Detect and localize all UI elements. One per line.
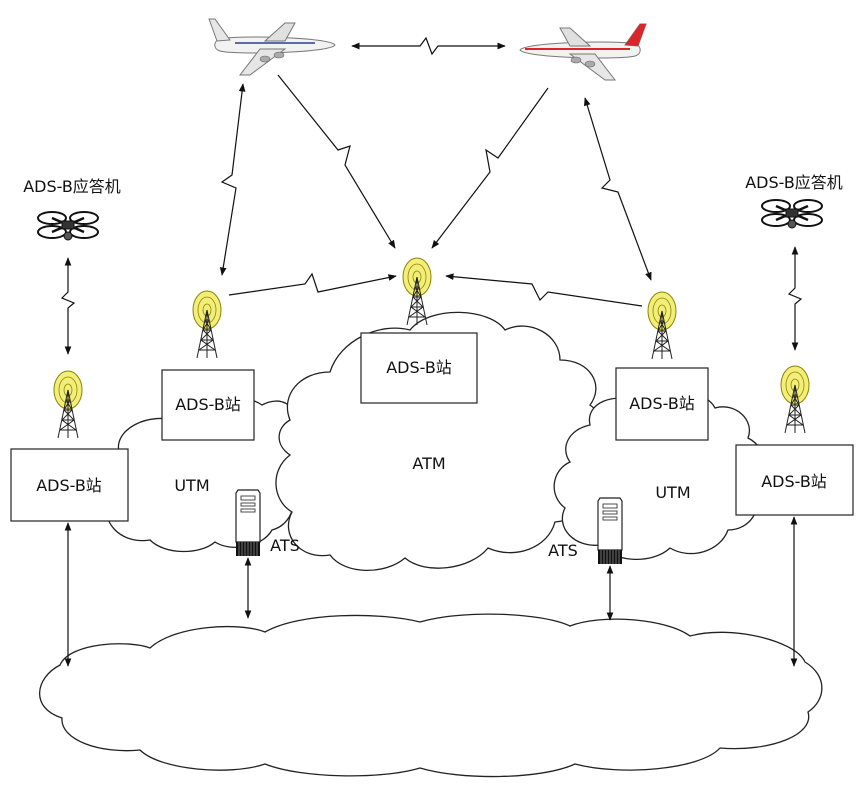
station-mid-right-label: ADS-B站 [629, 394, 695, 413]
utm-left-label: UTM [174, 476, 209, 495]
station-left: ADS-B站 [10, 448, 129, 522]
link-antenna-midleft-center [228, 272, 397, 296]
station-right: ADS-B站 [735, 444, 854, 516]
aircraft-right-icon [519, 23, 647, 81]
station-right-label: ADS-B站 [761, 472, 827, 491]
utm-right-label: UTM [655, 483, 690, 502]
antenna-center-icon [402, 257, 432, 326]
transponder-right-label: ADS-B应答机 [745, 173, 843, 192]
station-center-label: ADS-B站 [386, 358, 452, 377]
antenna-left-icon [53, 370, 83, 439]
link-plane-plane [351, 36, 506, 56]
station-mid-right: ADS-B站 [615, 367, 709, 441]
antenna-mid-right-icon [647, 291, 677, 360]
station-mid-left: ADS-B站 [161, 369, 255, 441]
transponder-left-label: ADS-B应答机 [23, 177, 121, 196]
station-left-label: ADS-B站 [36, 476, 102, 495]
transponder-left-drone-icon [36, 210, 100, 242]
station-mid-left-label: ADS-B站 [175, 395, 241, 414]
base-cloud [38, 613, 823, 778]
atm-label: ATM [412, 454, 445, 473]
ats-right-label: ATS [548, 541, 578, 560]
link-drone-left [60, 257, 76, 355]
link-plane-left-antenna [219, 83, 246, 276]
link-antenna-midright-center [445, 273, 643, 307]
link-plane-right-center [431, 87, 549, 249]
link-drone-right [787, 246, 803, 351]
antenna-mid-left-icon [192, 290, 222, 359]
ats-left-server-icon [235, 489, 261, 557]
antenna-right-icon [780, 365, 810, 434]
link-plane-left-center [277, 74, 396, 249]
transponder-right-drone-icon [760, 198, 824, 230]
aircraft-left-icon [208, 18, 336, 76]
ats-left-label: ATS [270, 536, 300, 555]
station-center: ADS-B站 [360, 332, 478, 404]
link-plane-right-antenna [583, 97, 652, 281]
ats-right-server-icon [597, 497, 623, 565]
